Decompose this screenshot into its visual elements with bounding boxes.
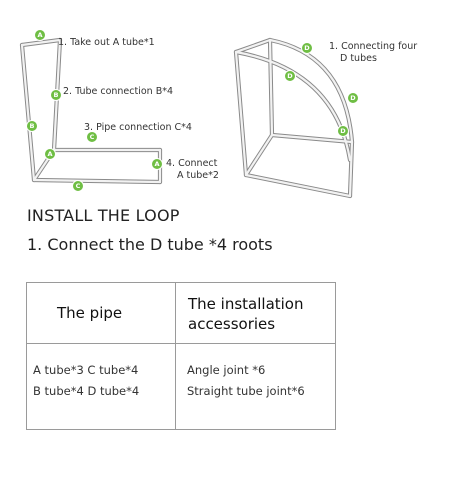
header-accessories-line2: accessories: [188, 315, 276, 333]
svg-text:D: D: [350, 94, 356, 102]
callout-pipe-connection-c: 3. Pipe connection C*4: [84, 122, 192, 133]
svg-text:B: B: [30, 122, 35, 130]
marker-a-top: A: [34, 29, 46, 41]
step-subheading: 1. Connect the D tube *4 roots: [27, 235, 273, 254]
marker-d-4: D: [337, 125, 349, 137]
callout-connect-a-tube-line1: 4. Connect: [166, 158, 218, 169]
callout-take-out-a-tube: 1. Take out A tube*1: [58, 37, 155, 48]
callout-connecting-d-tubes-line2: D tubes: [340, 53, 377, 64]
accessories-row1: Angle joint *6: [187, 363, 266, 377]
accessories-row2: Straight tube joint*6: [187, 384, 305, 398]
header-the-pipe: The pipe: [57, 304, 123, 322]
left-frame: [19, 37, 163, 185]
svg-text:A: A: [154, 160, 159, 168]
section-heading: INSTALL THE LOOP: [27, 206, 180, 225]
svg-text:B: B: [54, 91, 59, 99]
callout-connect-a-tube-line2: A tube*2: [177, 170, 219, 181]
table-header-divider: [27, 343, 335, 344]
parts-table: The pipe The installation accessories A …: [26, 282, 336, 430]
svg-text:C: C: [90, 133, 95, 141]
pipes-row1: A tube*3 C tube*4: [33, 363, 139, 377]
marker-d-2: D: [284, 70, 296, 82]
marker-a-corner: A: [44, 148, 56, 160]
svg-text:A: A: [47, 150, 52, 158]
marker-b-left: B: [26, 120, 38, 132]
right-frame: [233, 37, 355, 199]
marker-a-right: A: [151, 158, 163, 170]
installation-diagram: .pipe { stroke: #8a8a8a; stroke-width: 4…: [19, 29, 359, 199]
callout-tube-connection-b: 2. Tube connection B*4: [63, 86, 174, 97]
header-accessories-line1: The installation: [188, 295, 304, 313]
svg-text:A: A: [37, 31, 42, 39]
marker-d-3: D: [347, 92, 359, 104]
svg-text:C: C: [76, 182, 81, 190]
callout-connecting-d-tubes-line1: 1. Connecting four: [329, 41, 418, 52]
marker-d-1: D: [301, 42, 313, 54]
pipes-row2: B tube*4 D tube*4: [33, 384, 140, 398]
marker-c-front: C: [72, 180, 84, 192]
marker-b-upper: B: [50, 89, 62, 101]
svg-text:D: D: [340, 127, 346, 135]
svg-text:D: D: [304, 44, 310, 52]
svg-text:D: D: [287, 72, 293, 80]
header-installation-accessories: The installation accessories: [188, 294, 304, 334]
table-column-divider: [175, 283, 176, 429]
marker-c-back: C: [86, 131, 98, 143]
